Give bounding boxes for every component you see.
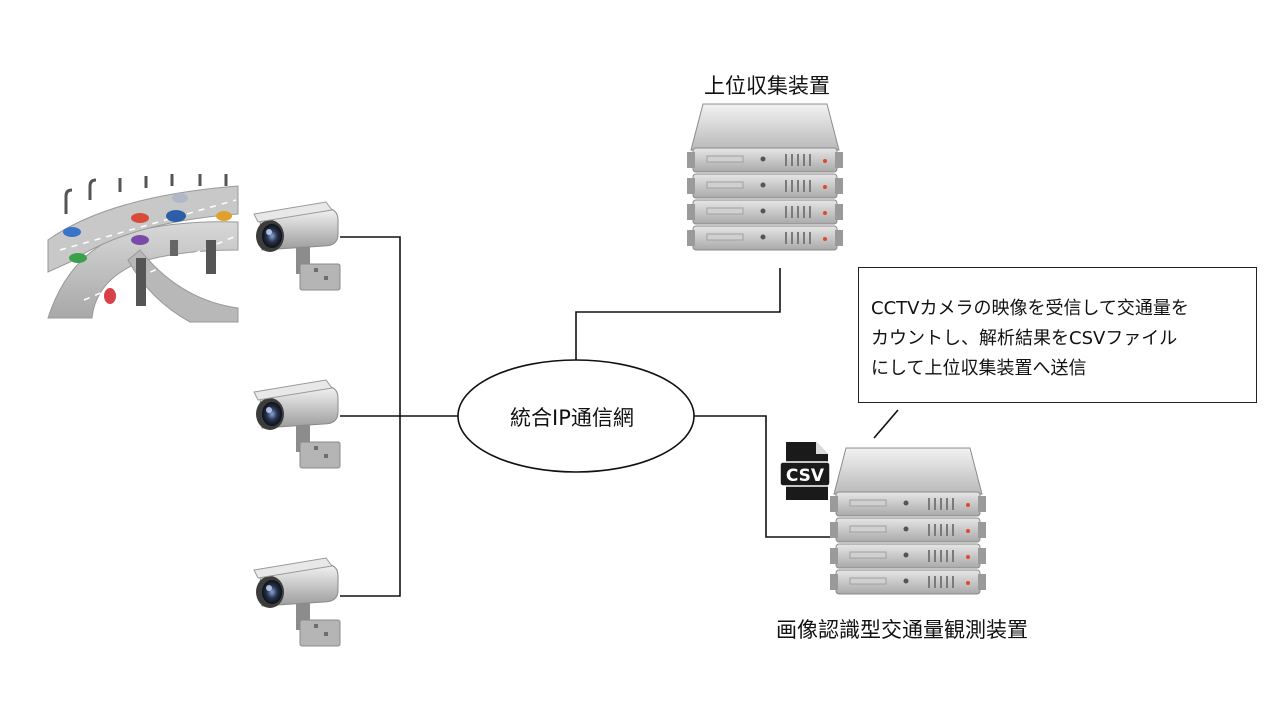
upper-server-icon [686, 103, 844, 251]
callout-line: CCTVカメラの映像を受信して交通量を [871, 298, 1189, 319]
csv-badge-label: CSV [786, 466, 825, 486]
observation-server-label: 画像認識型交通量観測装置 [776, 618, 1028, 642]
callout-box: CCTVカメラの映像を受信して交通量を カウントし、解析結果をCSVファイル に… [858, 267, 1257, 403]
csv-file-icon [779, 442, 831, 500]
callout-line: カウントし、解析結果をCSVファイル [871, 328, 1178, 349]
cctv-camera-icon [253, 201, 341, 291]
callout-line: にして上位収集装置へ送信 [871, 358, 1087, 379]
upper-server-label: 上位収集装置 [704, 74, 830, 98]
cctv-camera-icon [253, 557, 341, 647]
network-label: 統合IP通信網 [510, 406, 634, 430]
network-ellipse [457, 359, 695, 473]
observation-server-icon [829, 447, 987, 595]
cctv-camera-icon [253, 379, 341, 469]
highway-illustration [47, 170, 239, 323]
connection-lines [340, 236, 899, 597]
